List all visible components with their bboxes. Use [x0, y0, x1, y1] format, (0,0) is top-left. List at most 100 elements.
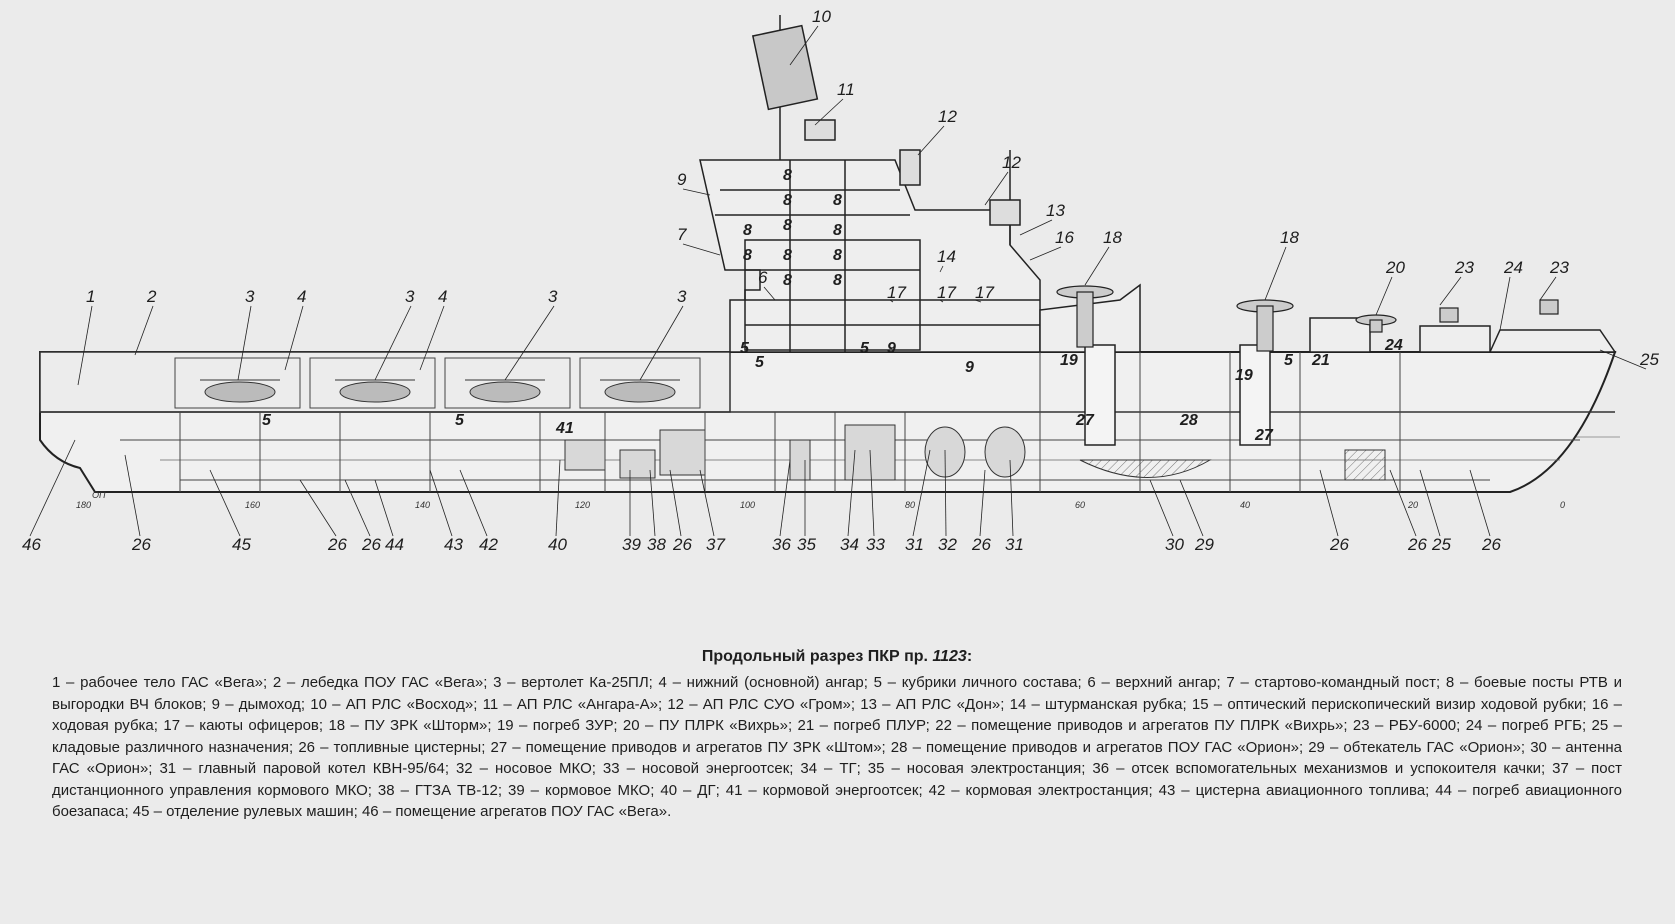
callout-bottom-31: 31 [1005, 535, 1024, 554]
callout-bottom-30: 30 [1165, 535, 1184, 554]
leader-line [1375, 276, 1393, 316]
frame-mark-20: 20 [1407, 500, 1418, 510]
callout-bottom-29: 29 [1194, 535, 1214, 554]
callout-top-12: 12 [938, 107, 957, 126]
callout-bottom-40: 40 [548, 535, 567, 554]
leader-line [344, 479, 371, 537]
callout-top-10: 10 [812, 7, 831, 26]
callout-top-11: 11 [837, 80, 855, 99]
compartment-label-5: 5 [740, 340, 750, 357]
leader-line [1029, 246, 1062, 261]
compartment-label-19: 19 [1235, 367, 1253, 384]
compartment-label-8: 8 [833, 247, 842, 264]
callout-bottom-33: 33 [866, 535, 885, 554]
leader-line [299, 479, 337, 537]
leader-line [504, 305, 555, 381]
leader-line [459, 469, 488, 537]
callout-bottom-35: 35 [797, 535, 816, 554]
callout-top-18: 18 [1103, 228, 1122, 247]
caption: Продольный разрез ПКР пр. 1123: 1 – рабо… [52, 648, 1622, 823]
leader-line [124, 454, 141, 537]
leader-line [1009, 459, 1014, 537]
callout-bottom-25: 25 [1431, 535, 1451, 554]
callout-top-17: 17 [887, 283, 906, 302]
compartment-label-8: 8 [783, 217, 792, 234]
frame-mark-80: 80 [905, 500, 915, 510]
leader-line [237, 305, 252, 381]
launchers [1056, 285, 1559, 352]
compartment-label-27: 27 [1254, 427, 1274, 444]
leader-line [419, 305, 445, 371]
leader-line [682, 243, 721, 256]
compartment-label-8: 8 [783, 247, 792, 264]
frame-mark-40: 40 [1240, 500, 1250, 510]
leader-line [984, 171, 1009, 206]
frame-mark-180: 180 [76, 500, 91, 510]
compartment-label-41: 41 [555, 420, 574, 437]
callout-bottom-32: 32 [938, 535, 957, 554]
leader-line [555, 459, 561, 537]
callout-bottom-43: 43 [444, 535, 463, 554]
leader-line [669, 469, 682, 537]
callout-top-25: 25 [1639, 350, 1659, 369]
leader-line [869, 449, 875, 537]
compartment-label-9: 9 [887, 340, 896, 357]
frame-mark-60: 60 [1075, 500, 1085, 510]
leader-line [912, 449, 931, 537]
compartment-label-8: 8 [783, 272, 792, 289]
superstructure [699, 159, 1041, 353]
leader-line [374, 305, 412, 381]
callout-top-3: 3 [245, 287, 255, 306]
leader-line [1149, 479, 1174, 537]
callout-top-12: 12 [1002, 153, 1021, 172]
leader-line [209, 469, 241, 537]
compartment-label-8: 8 [833, 192, 842, 209]
callout-top-3: 3 [677, 287, 687, 306]
callout-bottom-46: 46 [22, 535, 41, 554]
compartment-label-28: 28 [1179, 412, 1198, 429]
callout-bottom-45: 45 [232, 535, 251, 554]
callout-top-9: 9 [677, 170, 687, 189]
leader-line [789, 25, 819, 66]
callout-top-4: 4 [297, 287, 306, 306]
caption-title-suffix: : [966, 648, 973, 665]
callout-top-18: 18 [1280, 228, 1299, 247]
callout-top-24: 24 [1503, 258, 1523, 277]
machinery [564, 424, 1386, 481]
callout-top-3: 3 [405, 287, 415, 306]
leader-line [1469, 469, 1491, 537]
compartment-label-5: 5 [860, 340, 870, 357]
leader-line [1179, 479, 1204, 537]
callout-top-4: 4 [438, 287, 447, 306]
leader-line [649, 469, 656, 537]
leader-line [429, 469, 453, 537]
bulkheads [179, 352, 1401, 492]
callout-bottom-37: 37 [706, 535, 725, 554]
leader-line [979, 469, 986, 537]
callout-top-23: 23 [1454, 258, 1474, 277]
frame-mark-160: 160 [245, 500, 260, 510]
callout-top-7: 7 [677, 225, 687, 244]
leader-line [134, 305, 154, 356]
leader-line [284, 305, 304, 371]
compartment-label-8: 8 [743, 222, 752, 239]
frame-mark-120: 120 [575, 500, 590, 510]
compartment-label-8: 8 [743, 247, 752, 264]
hangar-bays [174, 357, 701, 409]
callout-top-3: 3 [548, 287, 558, 306]
leader-line [29, 439, 76, 537]
leader-line [974, 299, 982, 303]
callout-top-14: 14 [937, 247, 956, 266]
callout-bottom-26: 26 [1329, 535, 1349, 554]
frame-mark-0: 0 [1560, 500, 1565, 510]
compartment-label-8: 8 [833, 272, 842, 289]
callout-bottom-26: 26 [361, 535, 381, 554]
leader-line [1539, 276, 1557, 301]
leader-line [639, 305, 684, 381]
